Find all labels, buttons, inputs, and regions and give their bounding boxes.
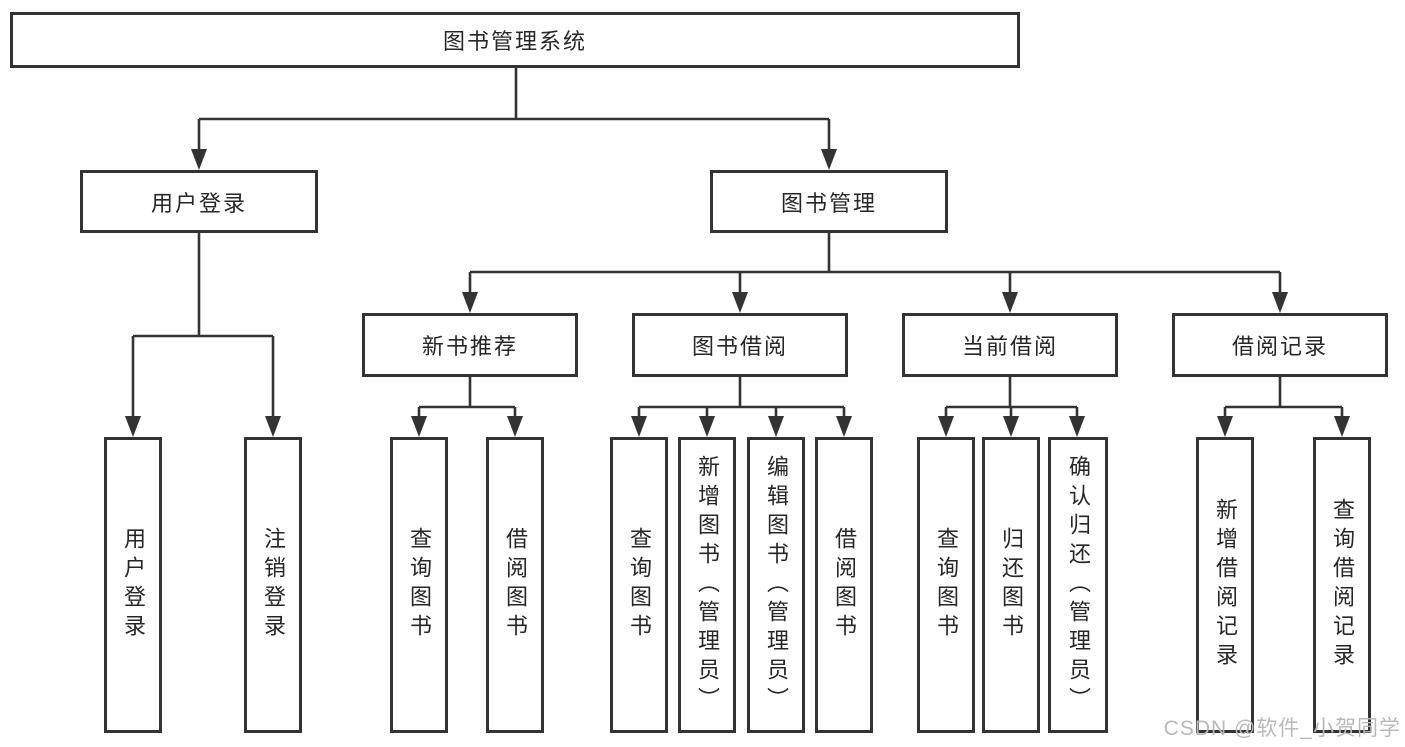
arrowhead-borrow-records <box>1272 292 1288 313</box>
node-book-management-label: 图书管理 <box>780 190 877 216</box>
leaf-query-books-recommend-label: 查询图书 <box>407 527 432 643</box>
arrowhead-leaf-10 <box>1217 416 1233 437</box>
leaf-query-borrow-record: 查询借阅记录 <box>1313 437 1371 733</box>
leaf-return-books: 归还图书 <box>982 437 1040 733</box>
node-new-book-recommendation-label: 新书推荐 <box>421 334 518 359</box>
arrowhead-current-borrow <box>1002 292 1018 313</box>
leaf-borrow-books-recommend-label: 借阅图书 <box>503 527 528 643</box>
leaf-confirm-return-admin: 确认归还（管理员） <box>1048 437 1108 733</box>
node-book-borrowing-label: 图书借阅 <box>691 334 788 359</box>
node-library-management-system-label: 图书管理系统 <box>442 29 587 54</box>
leaf-query-books-current-label: 查询图书 <box>934 527 959 643</box>
leaf-query-borrow-record-label: 查询借阅记录 <box>1330 498 1355 672</box>
leaf-confirm-return-admin-label: 确认归还（管理员） <box>1066 454 1091 716</box>
leaf-query-books-borrowing: 查询图书 <box>610 437 668 733</box>
arrowhead-leaf-user-login <box>125 416 141 437</box>
arrowhead-new-book <box>462 292 478 313</box>
arrowhead-leaf-8 <box>1003 416 1019 437</box>
arrowhead-leaf-1 <box>411 416 427 437</box>
arrowhead-user-login <box>191 149 207 170</box>
leaf-edit-books-admin: 编辑图书（管理员） <box>747 437 805 733</box>
leaf-user-login-label: 用户登录 <box>121 527 146 643</box>
node-library-management-system: 图书管理系统 <box>10 12 1020 68</box>
leaf-borrow-books-recommend: 借阅图书 <box>486 437 544 733</box>
arrowhead-leaf-6 <box>836 416 852 437</box>
leaf-query-books-current: 查询图书 <box>917 437 975 733</box>
leaf-add-borrow-record-label: 新增借阅记录 <box>1213 498 1238 672</box>
arrowhead-leaf-logout <box>265 416 281 437</box>
arrowhead-leaf-3 <box>631 416 647 437</box>
node-current-borrowing: 当前借阅 <box>902 313 1118 377</box>
leaf-return-books-label: 归还图书 <box>999 527 1024 643</box>
node-user-login: 用户登录 <box>80 170 318 233</box>
connector-user-login-branch <box>131 233 275 419</box>
leaf-logout: 注销登录 <box>244 437 302 733</box>
node-borrowing-records: 借阅记录 <box>1172 313 1388 377</box>
leaf-edit-books-admin-label: 编辑图书（管理员） <box>764 454 789 716</box>
node-book-management: 图书管理 <box>710 170 948 233</box>
leaf-user-login: 用户登录 <box>104 437 162 733</box>
leaf-add-books-admin: 新增图书（管理员） <box>678 437 736 733</box>
arrowhead-leaf-5 <box>768 416 784 437</box>
node-new-book-recommendation: 新书推荐 <box>362 313 578 377</box>
connector-root-branch <box>197 68 831 152</box>
arrowhead-leaf-9 <box>1069 416 1085 437</box>
connector-level3-branches <box>417 377 1344 419</box>
leaf-query-books-borrowing-label: 查询图书 <box>627 527 652 643</box>
leaf-add-books-admin-label: 新增图书（管理员） <box>695 454 720 716</box>
arrowhead-leaf-11 <box>1334 416 1350 437</box>
node-user-login-label: 用户登录 <box>150 190 247 216</box>
connector-book-management-branch <box>468 233 1282 296</box>
leaf-borrow-books-label: 借阅图书 <box>832 527 857 643</box>
leaf-logout-label: 注销登录 <box>261 527 286 643</box>
leaf-borrow-books: 借阅图书 <box>815 437 873 733</box>
arrowhead-book-management <box>821 149 837 170</box>
node-book-borrowing: 图书借阅 <box>632 313 848 377</box>
leaf-add-borrow-record: 新增借阅记录 <box>1196 437 1254 733</box>
node-current-borrowing-label: 当前借阅 <box>961 334 1058 359</box>
arrowhead-leaf-4 <box>699 416 715 437</box>
leaf-query-books-recommend: 查询图书 <box>390 437 448 733</box>
node-borrowing-records-label: 借阅记录 <box>1231 334 1328 359</box>
arrowhead-leaf-2 <box>507 416 523 437</box>
arrowhead-leaf-7 <box>938 416 954 437</box>
arrowhead-book-borrow <box>732 292 748 313</box>
csdn-watermark: CSDN @软件_小贺同学 <box>1163 717 1401 740</box>
